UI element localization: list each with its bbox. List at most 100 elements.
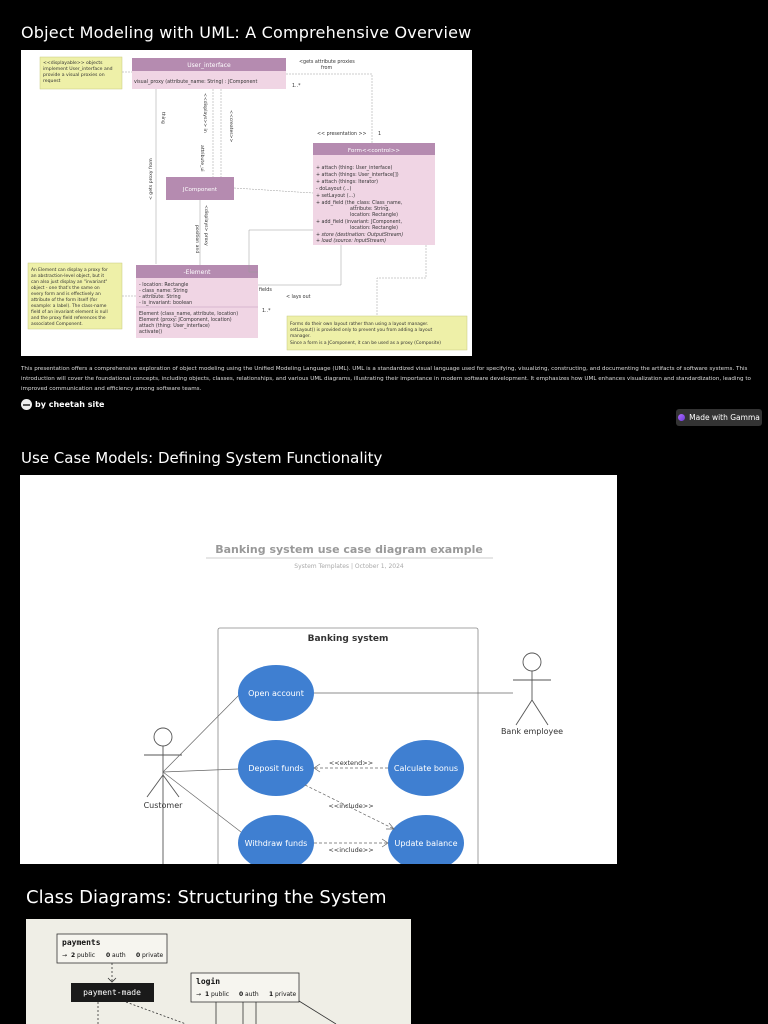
svg-text:attribute_ui: attribute_ui (199, 145, 205, 172)
svg-text:from: from (321, 65, 332, 71)
svg-text:0: 0 (136, 952, 140, 959)
svg-text:manager.: manager. (290, 333, 311, 339)
svg-text:Deposit funds: Deposit funds (248, 764, 303, 773)
node-payments: payments → 2 public 0 auth 0 private (56, 933, 168, 964)
svg-text:setLayout() is provided only t: setLayout() is provided only to prevent … (290, 327, 433, 333)
svg-text:<<displays>> in: <<displays>> in (202, 93, 208, 133)
svg-text:provide a visual proxies on: provide a visual proxies on (43, 72, 105, 78)
svg-text:+ attach (things: Iterator): + attach (things: Iterator) (316, 179, 378, 185)
svg-text:+ attach (things: User_interfa: + attach (things: User_interface[]) (316, 172, 399, 178)
made-with-gamma-badge[interactable]: Made with Gamma (676, 409, 762, 426)
svg-text:request: request (43, 78, 61, 84)
svg-text:attribute of the form itself (: attribute of the form itself (for (31, 297, 97, 303)
svg-text:private: private (275, 991, 297, 998)
svg-text:<<creates>>: <<creates>> (228, 110, 234, 143)
class-element: -Element - location: Rectangle - class_n… (136, 265, 258, 338)
svg-text:position and: position and (194, 225, 200, 253)
usecase-deposit-funds: Deposit funds (238, 740, 314, 796)
svg-text:- location: Rectangle: - location: Rectangle (139, 282, 188, 288)
svg-text:- attribute: String: - attribute: String (139, 294, 181, 300)
svg-text:+ store (destination: OutputSt: + store (destination: OutputStream) (316, 232, 403, 238)
svg-text:Forms do their own layout rath: Forms do their own layout rather than us… (290, 321, 428, 327)
author-byline: by cheetah site (21, 399, 104, 410)
svg-text:every form and is effectively: every form and is effectively an (31, 291, 101, 297)
svg-text:-Element: -Element (183, 269, 211, 276)
node-login: login → 1 public 0 auth 1 private (190, 972, 300, 1003)
svg-text:Calculate bonus: Calculate bonus (394, 764, 458, 773)
svg-text:visual_proxy (attribute_name:: visual_proxy (attribute_name: String) : … (134, 79, 257, 85)
svg-text:location: Rectangle): location: Rectangle) (350, 225, 398, 231)
uml-class-diagram-image: <<displayable>> objects implement User_i… (21, 50, 472, 356)
section-title-object-modeling: Object Modeling with UML: A Comprehensiv… (21, 23, 472, 42)
gamma-logo-icon (678, 414, 686, 421)
svg-text:object - one that's the same o: object - one that's the same on (31, 285, 100, 291)
note-displayable: <<displayable>> objects implement User_i… (39, 56, 123, 90)
svg-text:attribute: String,: attribute: String, (350, 206, 390, 212)
svg-text:can also just display an "inva: can also just display an "invariant" (31, 279, 107, 285)
svg-text:<<extend>>: <<extend>> (329, 759, 373, 767)
svg-text:fields: fields (259, 287, 272, 293)
svg-text:0: 0 (106, 952, 110, 959)
svg-text:<< presentation >>: << presentation >> (317, 131, 367, 137)
svg-text:< lays out: < lays out (286, 294, 311, 300)
svg-text:1..*: 1..* (292, 83, 301, 89)
svg-text:Banking system: Banking system (308, 634, 389, 644)
svg-text:attach (thing: User_interface): attach (thing: User_interface) (139, 323, 210, 329)
svg-text:→: → (62, 952, 67, 959)
svg-text:auth: auth (245, 991, 259, 998)
svg-text:→: → (196, 991, 201, 998)
svg-text:field of an invariant element: field of an invariant element is null (31, 309, 108, 315)
svg-text:an abstraction-level object, b: an abstraction-level object, but it (31, 273, 104, 279)
svg-text:+ setLayout (...): + setLayout (...) (316, 193, 355, 199)
usecase-open-account: Open account (238, 665, 314, 721)
svg-text:Banking system use case diagra: Banking system use case diagram example (215, 543, 483, 556)
svg-text:Update balance: Update balance (394, 839, 457, 848)
svg-text:< gets proxy from: < gets proxy from (148, 158, 154, 200)
note-element: An Element can display a proxy for an ab… (27, 262, 123, 330)
svg-text:Customer: Customer (144, 801, 184, 810)
svg-text:- class_name: String: - class_name: String (139, 288, 188, 294)
svg-text:activate(): activate() (139, 329, 162, 335)
svg-text:Since a form is a JComponent,: Since a form is a JComponent, it can be … (290, 340, 441, 346)
node-payment-made: payment-made (71, 983, 154, 1002)
svg-text:1: 1 (205, 991, 209, 998)
svg-text:public: public (77, 952, 95, 959)
usecase-withdraw-funds: Withdraw funds (238, 815, 314, 864)
svg-text:1..*: 1..* (262, 308, 271, 314)
class-diagram-image: payments → 2 public 0 auth 0 private pay… (26, 919, 411, 1024)
svg-text:+ attach (thing: User_interfac: + attach (thing: User_interface) (316, 165, 392, 171)
svg-text:thing: thing (160, 112, 166, 124)
svg-text:Withdraw funds: Withdraw funds (245, 839, 308, 848)
svg-text:- doLayout (...): - doLayout (...) (316, 186, 352, 192)
svg-text:<displays> proxy: <displays> proxy (203, 205, 209, 246)
svg-text:payment-made: payment-made (83, 988, 141, 997)
svg-text:1: 1 (378, 131, 381, 137)
svg-text:2: 2 (71, 952, 75, 959)
author-avatar-icon (21, 399, 32, 410)
svg-text:1: 1 (269, 991, 273, 998)
svg-text:+ load (source: InputStream): + load (source: InputStream) (316, 238, 386, 244)
actor-bank-employee (513, 652, 551, 726)
actor-customer (144, 727, 182, 864)
svg-text:JComponent: JComponent (182, 187, 218, 193)
svg-text:example: a label). The class-n: example: a label). The class-name (31, 303, 107, 309)
svg-text:payments: payments (62, 938, 101, 947)
svg-text:0: 0 (239, 991, 243, 998)
svg-text:Form<<control>>: Form<<control>> (348, 148, 401, 154)
svg-text:private: private (142, 952, 164, 959)
svg-text:public: public (211, 991, 229, 998)
svg-text:System Templates | October 1: System Templates | October 1, 2024 (294, 563, 404, 570)
svg-text:+ add_field (invariant: JCompo: + add_field (invariant: JComponent, (316, 219, 402, 225)
svg-text:auth: auth (112, 952, 126, 959)
svg-text:Bank employee: Bank employee (501, 727, 563, 736)
gamma-badge-label: Made with Gamma (689, 413, 760, 422)
svg-text:location: Rectangle): location: Rectangle) (350, 212, 398, 218)
use-case-diagram-image: Banking system use case diagram example … (20, 475, 617, 864)
note-form-layout: Forms do their own layout rather than us… (286, 315, 468, 351)
svg-text:User_interface: User_interface (187, 62, 231, 69)
svg-text:An Element can display a proxy: An Element can display a proxy for (31, 267, 108, 273)
svg-text:+ add_field (the_class: Class_: + add_field (the_class: Class_name, (316, 200, 403, 206)
usecase-calculate-bonus: Calculate bonus (388, 740, 464, 796)
section-title-use-case: Use Case Models: Defining System Functio… (21, 449, 383, 467)
svg-text:- is_invariant: boolean: - is_invariant: boolean (139, 300, 192, 306)
